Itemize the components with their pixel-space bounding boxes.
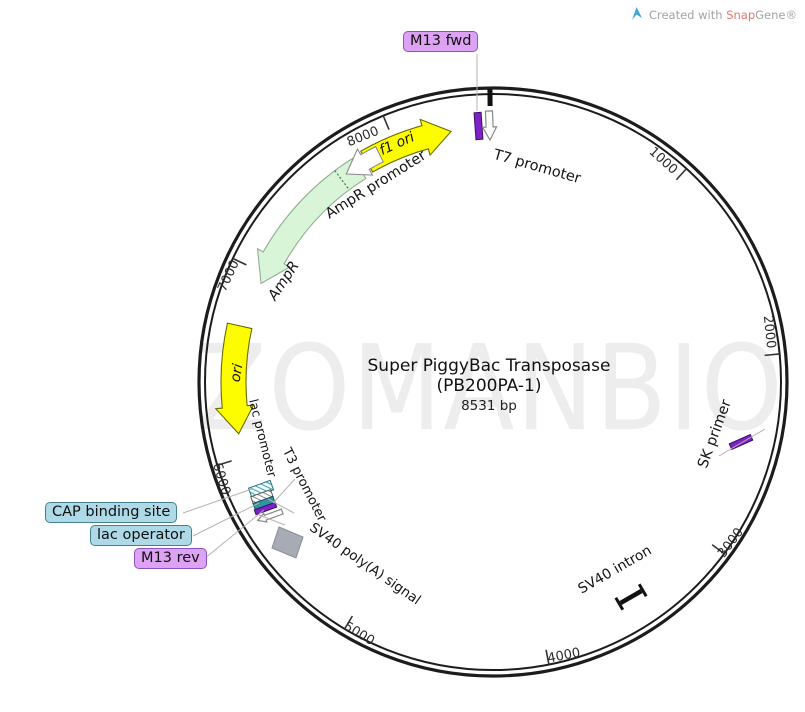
cap-binding-site-label: CAP binding site — [45, 502, 178, 523]
lac-operator-leader — [192, 502, 260, 537]
sk-primer-label: SK primer — [695, 397, 735, 471]
m13-fwd-label: M13 fwd — [403, 31, 479, 52]
ampr-promoter-label: AmpR promoter — [322, 147, 430, 223]
tick-mark-5000 — [343, 615, 354, 630]
tick-label-6000: 6000 — [208, 460, 234, 498]
lac-operator-label: lac operator — [90, 525, 192, 546]
tick-label-3000: 3000 — [715, 525, 747, 561]
t3-promoter-label: T3 promoter — [279, 445, 329, 525]
ori-label: ori — [227, 362, 247, 384]
t7-promoter-arrow — [481, 110, 498, 142]
m13-fwd-marker — [473, 111, 484, 141]
credit-text: Created with SnapGene® — [648, 7, 797, 22]
sv40-intron-label: SV40 intron — [575, 542, 655, 598]
tick-mark-7000 — [232, 257, 247, 266]
snapgene-credit: Created with SnapGene® — [631, 6, 797, 23]
sv40-intron-marker — [614, 583, 648, 611]
tick-mark-8000 — [382, 115, 390, 130]
watermark: ZOMANBIO — [195, 319, 785, 457]
m13-rev-leader — [203, 509, 265, 560]
sk-primer-leader — [718, 428, 766, 457]
cap-binding-site-leader — [182, 488, 253, 514]
ori-arrow — [214, 322, 255, 435]
sv40-polya-marker — [271, 526, 304, 559]
tick-mark-1000 — [675, 168, 688, 181]
t3-promoter-leader — [272, 478, 296, 504]
m13-rev-label: M13 rev — [134, 548, 207, 569]
tick-mark-3000 — [711, 544, 725, 555]
t3-promoter-arrow — [256, 508, 284, 523]
lac-promoter-label: lac promoter — [246, 397, 280, 479]
plasmid-title-block: Super PiggyBac Transposase (PB200PA-1) 8… — [331, 356, 647, 414]
plasmid-length: 8531 bp — [461, 398, 517, 414]
ampr-label: AmpR — [265, 258, 303, 304]
snapgene-logo-icon — [631, 7, 642, 20]
plasmid-outer-ring — [197, 86, 789, 678]
tick-label-4000: 4000 — [546, 645, 582, 667]
plasmid-title: Super PiggyBac Transposase (PB200PA-1) — [367, 356, 611, 396]
t7-promoter-label: T7 promoter — [491, 146, 583, 188]
tick-label-1000: 1000 — [645, 144, 681, 178]
tick-mark-2000 — [764, 353, 780, 357]
f1-ori-arrow — [360, 118, 453, 173]
tick-label-2000: 2000 — [759, 314, 779, 350]
tick-label-8000: 8000 — [344, 123, 382, 151]
tick-label-5000: 5000 — [340, 619, 378, 649]
cluster-leader — [258, 514, 286, 526]
plasmid-inner-ring — [204, 93, 782, 671]
sv40-polya-label: SV40 poly(A) signal — [306, 519, 424, 609]
tick-mark-4000 — [545, 649, 550, 665]
lac-promoter-leader — [267, 498, 295, 514]
tick-mark-6000 — [217, 460, 232, 467]
ampr-arrow — [256, 157, 367, 285]
ampr-promoter-arrow — [345, 145, 384, 176]
m13-rev-marker — [253, 501, 278, 516]
tick-label-7000: 7000 — [215, 257, 243, 295]
